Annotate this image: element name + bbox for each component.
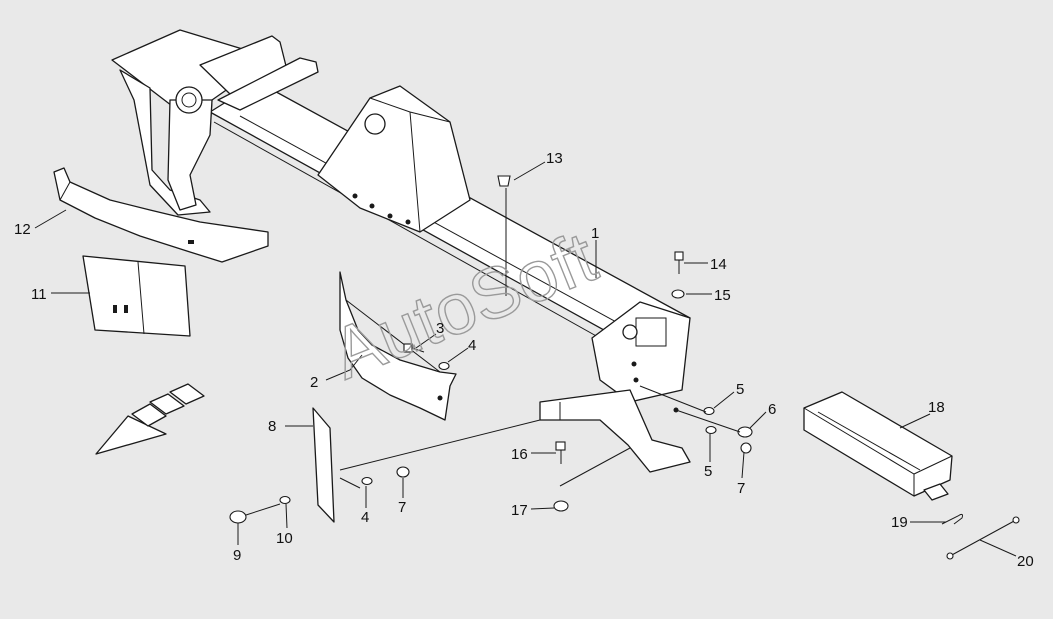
callout-6: 6	[768, 401, 776, 418]
callout-8: 8	[268, 418, 276, 435]
callout-16: 16	[511, 446, 528, 463]
callout-12: 12	[14, 221, 31, 238]
callout-7-right: 7	[737, 480, 745, 497]
callout-15: 15	[714, 287, 731, 304]
callout-1: 1	[591, 225, 599, 242]
callout-13: 13	[546, 150, 563, 167]
callout-7-left: 7	[398, 499, 406, 516]
direction-arrow	[95, 383, 205, 455]
tool-box	[803, 391, 953, 501]
main-frame	[111, 29, 691, 473]
callout-18: 18	[928, 399, 945, 416]
callout-labels: 1 2 3 4 4 5 5 6 7 7 8 9 10 11 12 13 14 1…	[14, 150, 1034, 570]
callout-2: 2	[310, 374, 318, 391]
flat-plate	[82, 255, 191, 337]
callout-3: 3	[436, 320, 444, 337]
callout-14: 14	[710, 256, 727, 273]
curved-guard	[339, 271, 457, 421]
callout-5-upper: 5	[736, 381, 744, 398]
callout-11: 11	[31, 286, 47, 303]
leader-lines	[34, 161, 1017, 557]
callout-4-lower: 4	[361, 509, 369, 526]
callout-4-upper: 4	[468, 337, 476, 354]
callout-9: 9	[233, 547, 241, 564]
callout-5-lower: 5	[704, 463, 712, 480]
callout-10: 10	[276, 530, 293, 547]
callout-19: 19	[891, 514, 908, 531]
curved-shield	[53, 167, 269, 263]
fasteners	[229, 175, 1020, 560]
callout-17: 17	[511, 502, 528, 519]
callout-20: 20	[1017, 553, 1034, 570]
small-plate	[312, 407, 335, 523]
